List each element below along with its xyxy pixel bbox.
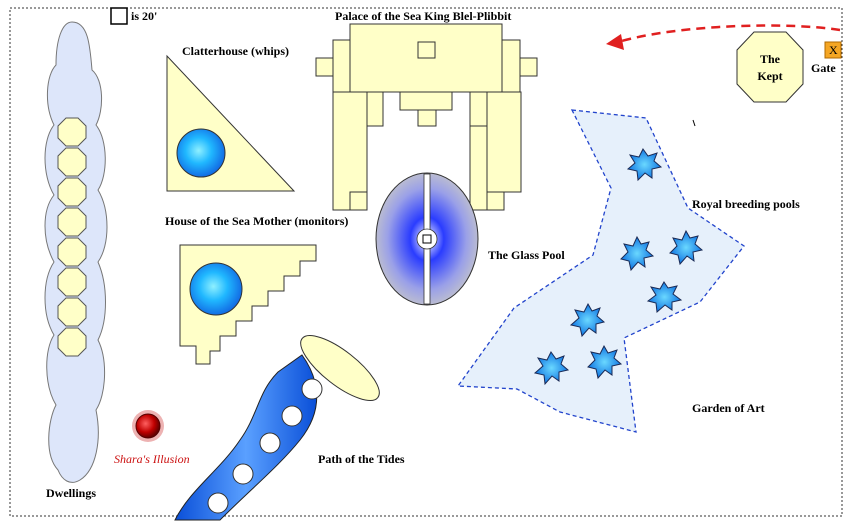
route-arrowhead xyxy=(606,34,624,50)
breeding-pool xyxy=(626,148,663,182)
breeding-pool xyxy=(569,302,606,338)
palace-building xyxy=(315,23,538,211)
breeding-pool xyxy=(587,344,623,380)
dwelling-hut xyxy=(57,327,87,357)
stepping-stone xyxy=(232,463,254,485)
breeding-pool xyxy=(646,281,683,314)
garden-region xyxy=(456,109,745,433)
dwellings-octagons xyxy=(57,117,87,357)
path-tides-label: Path of the Tides xyxy=(318,452,405,466)
gate-marker-box xyxy=(824,41,842,59)
scale-label: is 20' xyxy=(131,9,158,23)
palace-label: Palace of the Sea King Blel-Plibbit xyxy=(335,9,512,23)
stepping-stone xyxy=(207,492,229,514)
clatterhouse-label: Clatterhouse (whips) xyxy=(182,44,289,58)
gate-marker-x: X xyxy=(829,43,838,57)
stepping-stone xyxy=(301,378,323,400)
breeding-pool xyxy=(533,351,570,386)
breeding-pools-label: Royal breeding pools xyxy=(692,197,800,211)
breeding-pool xyxy=(669,229,704,266)
gate-label: Gate xyxy=(811,61,836,75)
kept-label-line1: The xyxy=(759,52,780,66)
stepping-stone xyxy=(259,432,281,454)
sea-mother-label: House of the Sea Mother (monitors) xyxy=(165,214,349,228)
path-of-tides xyxy=(174,354,318,521)
sea-mother-pool xyxy=(189,262,243,316)
illusion-label: Shara's Illusion xyxy=(114,452,190,466)
stepping-stone xyxy=(281,405,303,427)
breeding-pool xyxy=(620,235,655,272)
kept-label-line2: Kept xyxy=(757,69,783,83)
clatterhouse-pool xyxy=(176,128,226,178)
breeding-pools xyxy=(533,148,704,386)
kept-building xyxy=(736,31,804,103)
dwelling-hut xyxy=(57,267,87,297)
dwelling-hut xyxy=(57,297,87,327)
glass-pool-label: The Glass Pool xyxy=(488,248,565,262)
stray-mark xyxy=(692,119,696,127)
glass-pool-pillar xyxy=(422,234,432,244)
map-border xyxy=(9,7,843,517)
dwelling-hut xyxy=(57,117,87,147)
dwelling-hut xyxy=(57,147,87,177)
illusion-gem-core xyxy=(135,413,161,439)
dwelling-hut xyxy=(57,177,87,207)
dwelling-hut xyxy=(57,237,87,267)
dwelling-hut xyxy=(57,207,87,237)
dwellings-label: Dwellings xyxy=(46,486,97,500)
scale-square xyxy=(110,7,128,25)
garden-label: Garden of Art xyxy=(692,401,765,415)
route-arrow-line xyxy=(617,24,841,44)
path-of-tides-cap xyxy=(300,335,380,401)
tide-stepping-stones xyxy=(207,378,323,514)
